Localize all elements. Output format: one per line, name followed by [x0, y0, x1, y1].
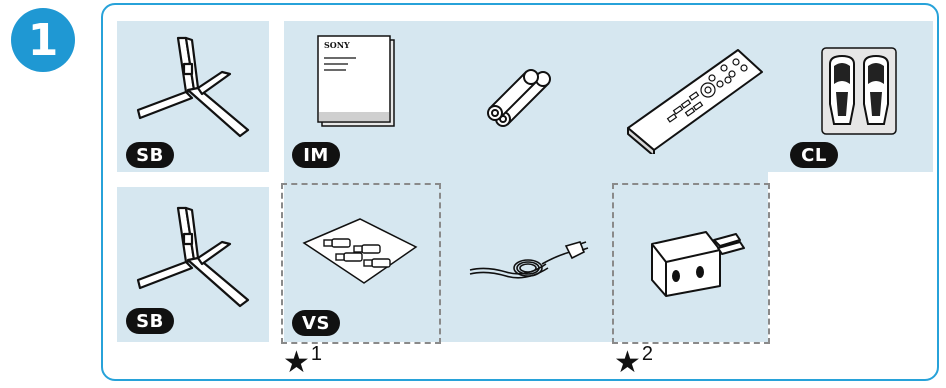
batteries-illustration	[487, 69, 551, 127]
vesa-screws-illustration	[302, 218, 418, 284]
manual-brand-text: SONY	[324, 40, 350, 50]
footnote-number: 2	[641, 343, 654, 365]
star-icon: ★	[614, 345, 641, 380]
dashed-group-vesa-screws	[281, 183, 441, 344]
dashed-group-plug-adapter	[612, 183, 770, 344]
power-cord-illustration	[469, 241, 589, 279]
table-top-stand-illustration	[136, 206, 250, 308]
table-top-stand-illustration	[136, 36, 250, 138]
contents-frame	[101, 3, 939, 381]
manual-label: IM	[292, 142, 340, 168]
cable-holder-illustration	[821, 47, 897, 135]
plug-adapter-illustration	[651, 231, 745, 297]
step-number-badge: 1	[11, 8, 75, 72]
stand-label-bottom: SB	[126, 308, 174, 334]
stand-label-top: SB	[126, 142, 174, 168]
star-icon: ★	[283, 345, 310, 380]
remote-control-illustration	[627, 49, 763, 154]
footnote-2-marker: ★ 2	[614, 344, 653, 378]
cable-holder-label: CL	[790, 142, 838, 168]
vesa-screws-label: VS	[292, 310, 340, 336]
footnote-1-marker: ★ 1	[283, 344, 322, 378]
footnote-number: 1	[310, 343, 323, 365]
instruction-manual-illustration: SONY	[317, 35, 395, 127]
